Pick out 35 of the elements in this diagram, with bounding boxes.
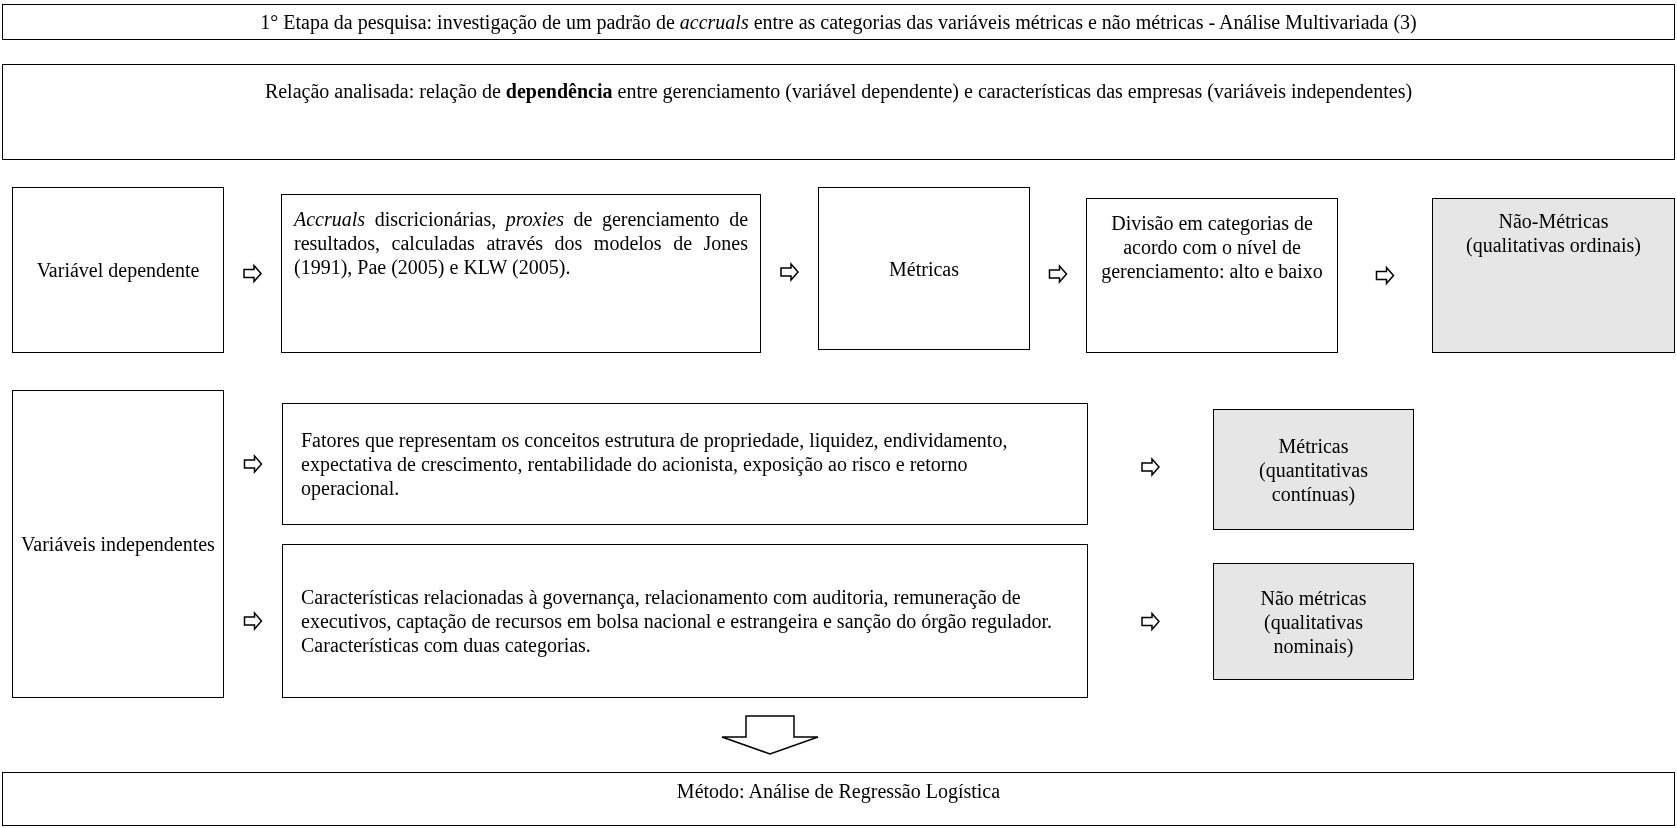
text-box xyxy=(282,544,1088,698)
text-box xyxy=(12,187,224,353)
box-text: Variável dependente xyxy=(35,258,201,282)
arrow xyxy=(1141,457,1160,477)
box-text: Fatores que representam os conceitos estrutura de propriedade, liquidez, endividamento, expectativa de crescimento, rentabilidade do acionista, exposição ao risco e retorno operacional. xyxy=(301,428,1009,500)
arrow xyxy=(243,263,262,284)
text-box xyxy=(818,187,1030,350)
box-text: Não-Métricas (qualitativas ordinais) xyxy=(1465,209,1642,257)
box-text: Relação analisada: relação de dependência entre gerenciamento (variável dependente) e características das empresas (variáveis independentes) xyxy=(263,79,1414,103)
shaded-box xyxy=(1213,563,1414,680)
arrow xyxy=(1141,611,1160,632)
box-text: Variáveis independentes xyxy=(21,532,215,556)
arrow xyxy=(780,262,799,282)
box-text: Divisão em categorias de acordo com o nível de gerenciamento: alto e baixo xyxy=(1101,211,1323,283)
arrow xyxy=(1375,265,1395,286)
shaded-box xyxy=(1432,198,1675,353)
arrow xyxy=(721,715,819,755)
text-box xyxy=(12,390,224,698)
box-text: Características relacionadas à governança, relacionamento com auditoria, remuneração de executivos, captação de recursos em bolsa nacional e estrangeira e sanção do órgão regulador. Características com duas categorias. xyxy=(301,585,1053,657)
text-box xyxy=(282,403,1088,525)
box-text: Métricas (quantitativas contínuas) xyxy=(1258,433,1369,506)
box-text: 1° Etapa da pesquisa: investigação de um padrão de accruals entre as categorias das variáveis métricas e não métricas - Análise Multivariada (3) xyxy=(259,10,1418,34)
box-text: Método: Análise de Regressão Logística xyxy=(675,779,1002,803)
arrow xyxy=(243,454,263,474)
box-text: Não métricas (qualitativas nominais) xyxy=(1259,585,1368,658)
box-text: Accruals discricionárias, proxies de gerenciamento de resultados, calculadas através dos modelos de Jones (1991), Pae (2005) e KLW (2005). xyxy=(294,207,748,279)
arrow xyxy=(243,611,263,631)
text-box xyxy=(2,4,1675,40)
text-box xyxy=(2,772,1675,826)
text-box xyxy=(281,194,761,353)
box-text: Métricas xyxy=(888,256,960,281)
shaded-box xyxy=(1213,409,1414,530)
arrow xyxy=(1048,264,1068,284)
text-box xyxy=(2,64,1675,160)
text-box xyxy=(1086,198,1338,353)
